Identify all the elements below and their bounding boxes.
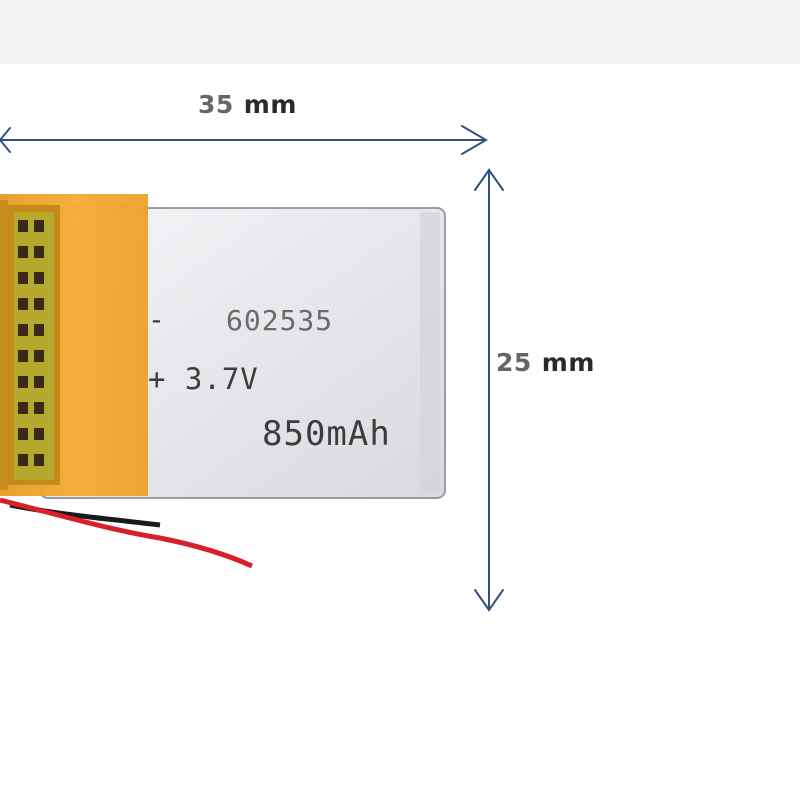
battery-minus-mark: - [148,303,166,336]
height-arrow-bottom-head [474,589,504,612]
pcb-components [18,220,44,466]
width-arrow-right-head [461,125,488,155]
width-unit: mm [243,90,297,119]
battery-voltage: + 3.7V [148,362,259,396]
height-dimension-label: 25 mm [496,348,595,377]
red-wire [0,497,254,569]
height-arrow-top-head [474,168,504,191]
battery-capacity: 850mAh [262,414,391,454]
width-arrow-left-head [0,127,11,153]
width-value: 35 [198,90,234,119]
width-dimension-label: 35 mm [198,90,297,119]
top-background-band [0,0,800,64]
height-value: 25 [496,348,532,377]
battery-model-number: 602535 [226,304,334,337]
height-unit: mm [541,348,595,377]
